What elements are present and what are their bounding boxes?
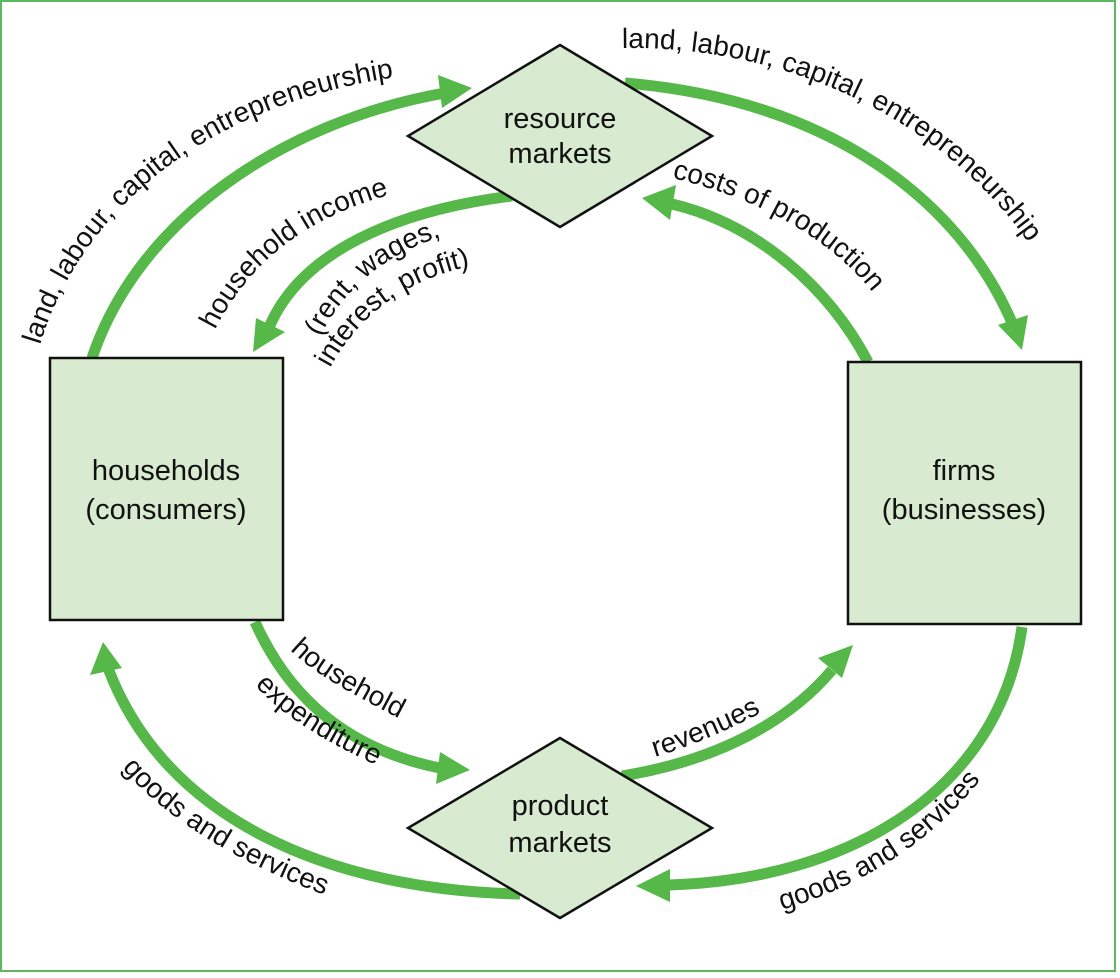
flow-costs-of-production	[670, 198, 873, 365]
flow-resource-to-firms	[624, 77, 1019, 328]
arrowhead-to-resource-left	[438, 75, 472, 108]
arrowhead-to-firms-revenue	[818, 645, 853, 678]
resource-markets-node: resource markets	[405, 43, 715, 229]
arrowhead-to-product-left	[436, 752, 470, 784]
arrowhead-to-firms	[998, 315, 1028, 350]
label-goods-services-right: goods and services	[774, 764, 985, 916]
product-markets-line2: markets	[508, 827, 611, 859]
flow-goods-services-right	[667, 626, 1028, 891]
label-costs-of-production: costs of production	[671, 154, 892, 296]
firms-node: firms (businesses)	[846, 360, 1083, 626]
arrowhead-to-product-right	[636, 869, 670, 902]
label-goods-services-left: goods and services	[117, 751, 333, 900]
flow-revenues	[621, 666, 837, 782]
arrowhead-to-households-goods	[90, 642, 122, 675]
arrowhead-to-resource-right	[642, 185, 676, 220]
flow-household-expenditure	[249, 619, 442, 774]
flow-households-to-resource	[86, 87, 446, 360]
households-node: households (consumers)	[48, 356, 285, 622]
product-markets-line1: product	[512, 790, 609, 822]
firms-line2: (businesses)	[882, 494, 1046, 526]
resource-markets-line2: markets	[508, 138, 611, 170]
households-line1: households	[92, 455, 240, 487]
households-line2: (consumers)	[85, 494, 246, 526]
flow-household-income	[262, 190, 513, 333]
product-markets-node: product markets	[405, 736, 715, 920]
firms-line1: firms	[933, 455, 996, 487]
flow-goods-services-left	[102, 666, 521, 900]
resource-markets-line1: resource	[504, 103, 617, 135]
arrowhead-to-households-income	[253, 318, 285, 352]
